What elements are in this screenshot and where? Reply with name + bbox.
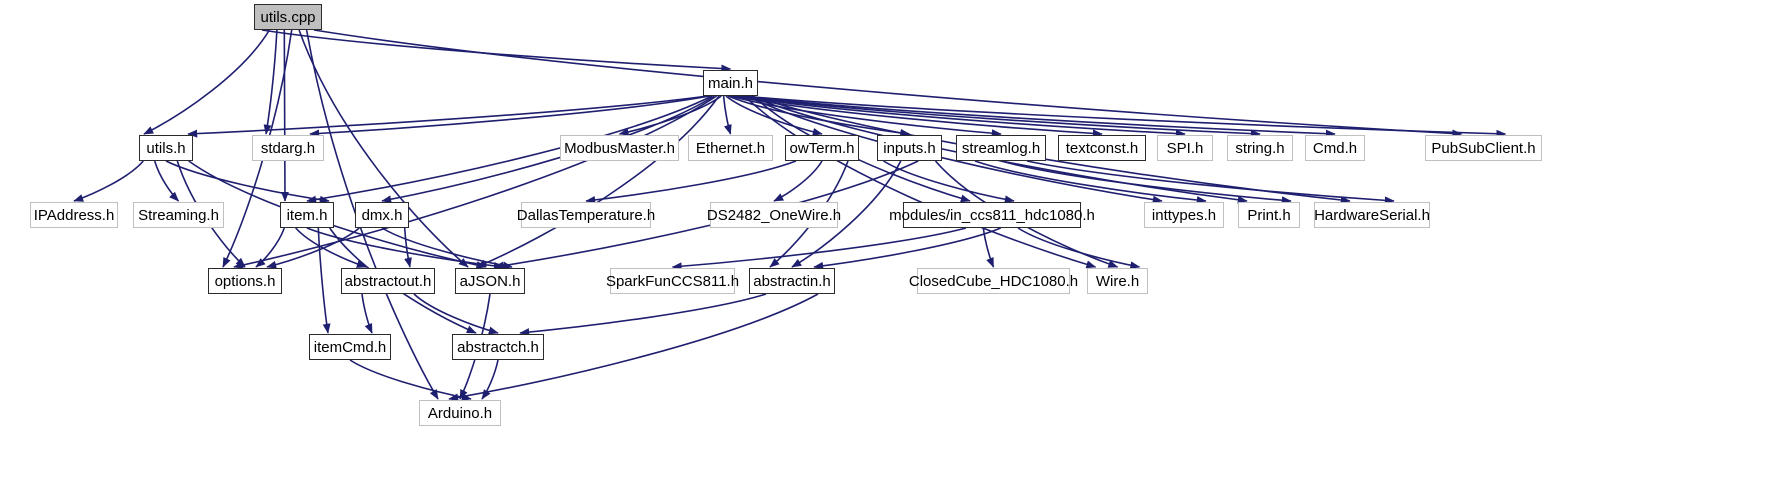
graph-node-options-h[interactable]: options.h [208,268,282,294]
graph-node-dallastemp-h[interactable]: DallasTemperature.h [517,202,655,228]
graph-edge [261,29,732,73]
graph-edge [727,95,911,137]
graph-edge [403,227,412,268]
graph-node-ethernet-h[interactable]: Ethernet.h [688,135,773,161]
graph-node-modbusmaster-h[interactable]: ModbusMaster.h [560,135,679,161]
graph-node-abstractout-h[interactable]: abstractout.h [341,268,435,294]
graph-node-streaming-h[interactable]: Streaming.h [133,202,224,228]
graph-edge [295,227,367,268]
graph-node-ipaddress-h[interactable]: IPAddress.h [30,202,118,228]
graph-node-stdarg-h[interactable]: stdarg.h [252,135,324,161]
graph-node-closedcube-h[interactable]: ClosedCube_HDC1080.h [909,268,1078,294]
graph-edge [263,29,278,135]
graph-node-inputs-h[interactable]: inputs.h [877,135,942,161]
graph-edge [725,95,823,136]
graph-edge [671,227,967,271]
graph-node-cmd-h[interactable]: Cmd.h [1305,135,1365,161]
graph-edge [73,160,144,202]
graph-edge [722,95,732,135]
graph-node-inttypes-h[interactable]: inttypes.h [1144,202,1224,228]
graph-node-item-h[interactable]: item.h [280,202,334,228]
graph-node-ajson-h[interactable]: aJSON.h [455,268,525,294]
graph-edge [883,160,1015,204]
graph-edge [188,160,487,269]
graph-node-wire-h[interactable]: Wire.h [1087,268,1148,294]
graph-edge [187,95,708,138]
graph-edge [280,29,289,202]
graph-edge [309,95,710,138]
graph-edge [982,227,995,268]
graph-edge [381,227,513,270]
graph-edge [233,95,718,269]
graph-edge [773,160,823,202]
graph-node-owterm-h[interactable]: owTerm.h [785,135,859,161]
graph-node-ds2482-h[interactable]: DS2482_OneWire.h [707,202,841,228]
graph-node-string-h[interactable]: string.h [1227,135,1293,161]
graph-edge [743,95,1097,269]
graph-node-dmx-h[interactable]: dmx.h [355,202,409,228]
graph-edge [741,95,1507,138]
graph-edge [266,227,360,269]
graph-edge [361,293,373,334]
graph-edge [974,160,1207,205]
graph-node-sparkfunccs811-h[interactable]: SparkFunCCS811.h [606,268,739,294]
graph-node-hardwareserial-h[interactable]: HardwareSerial.h [1314,202,1430,228]
graph-node-abstractin-h[interactable]: abstractin.h [749,268,835,294]
graph-edge [730,95,1002,138]
graph-edge [585,160,797,204]
graph-node-utils-h[interactable]: utils.h [139,135,193,161]
graph-edge [618,95,722,136]
graph-edge [519,293,767,337]
graph-node-utils-cpp[interactable]: utils.cpp [254,4,322,30]
graph-node-itemcmd-h[interactable]: itemCmd.h [309,334,391,360]
graph-edge [737,95,1261,138]
graph-node-arduino-h[interactable]: Arduino.h [419,400,501,426]
graph-node-textconst-h[interactable]: textconst.h [1058,135,1146,161]
graph-edge [153,160,180,202]
graph-edge [1026,160,1395,205]
graph-node-spi-h[interactable]: SPI.h [1157,135,1213,161]
graph-edge [476,95,720,268]
graph-edge [813,227,1002,270]
graph-edge [317,227,331,334]
graph-node-streamlog-h[interactable]: streamlog.h [956,135,1046,161]
graph-edge [306,227,504,270]
graph-edge [732,95,1103,138]
graph-edge [413,293,499,335]
graph-node-ccs811-h[interactable]: modules/in_ccs811_hdc1080.h [889,202,1095,228]
graph-node-print-h[interactable]: Print.h [1238,202,1300,228]
graph-node-abstractch-h[interactable]: abstractch.h [452,334,544,360]
graph-edge [165,160,330,204]
graph-edge [313,29,1463,138]
graph-node-main-h[interactable]: main.h [703,70,758,96]
graph-edge [1000,160,1292,205]
graph-node-pubsubclient-h[interactable]: PubSubClient.h [1425,135,1542,161]
graph-edge [1017,227,1141,270]
graph-edge [298,29,469,268]
graph-edge [349,359,472,402]
graph-edge [255,227,286,268]
graph-edge [143,29,271,135]
graph-edge [739,95,1336,138]
graph-edge [481,359,499,400]
graph-edge [734,95,1186,138]
